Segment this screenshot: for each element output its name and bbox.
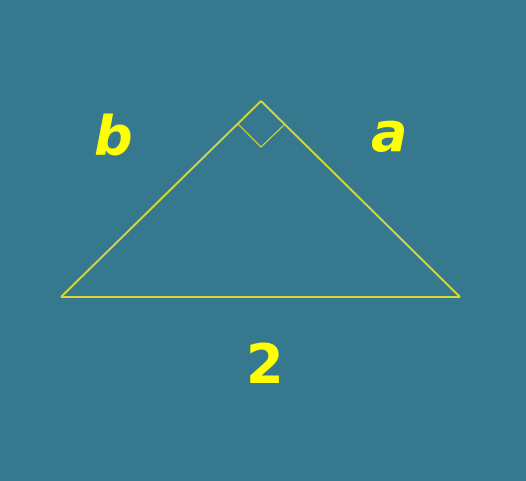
leg-a-label: a (371, 101, 408, 164)
hypotenuse-label: 2 (246, 333, 284, 396)
right-angle-marker (237, 123, 286, 148)
leg-b-side (60, 100, 262, 298)
leg-b-label: b (94, 105, 133, 168)
leg-a-side (260, 100, 461, 298)
